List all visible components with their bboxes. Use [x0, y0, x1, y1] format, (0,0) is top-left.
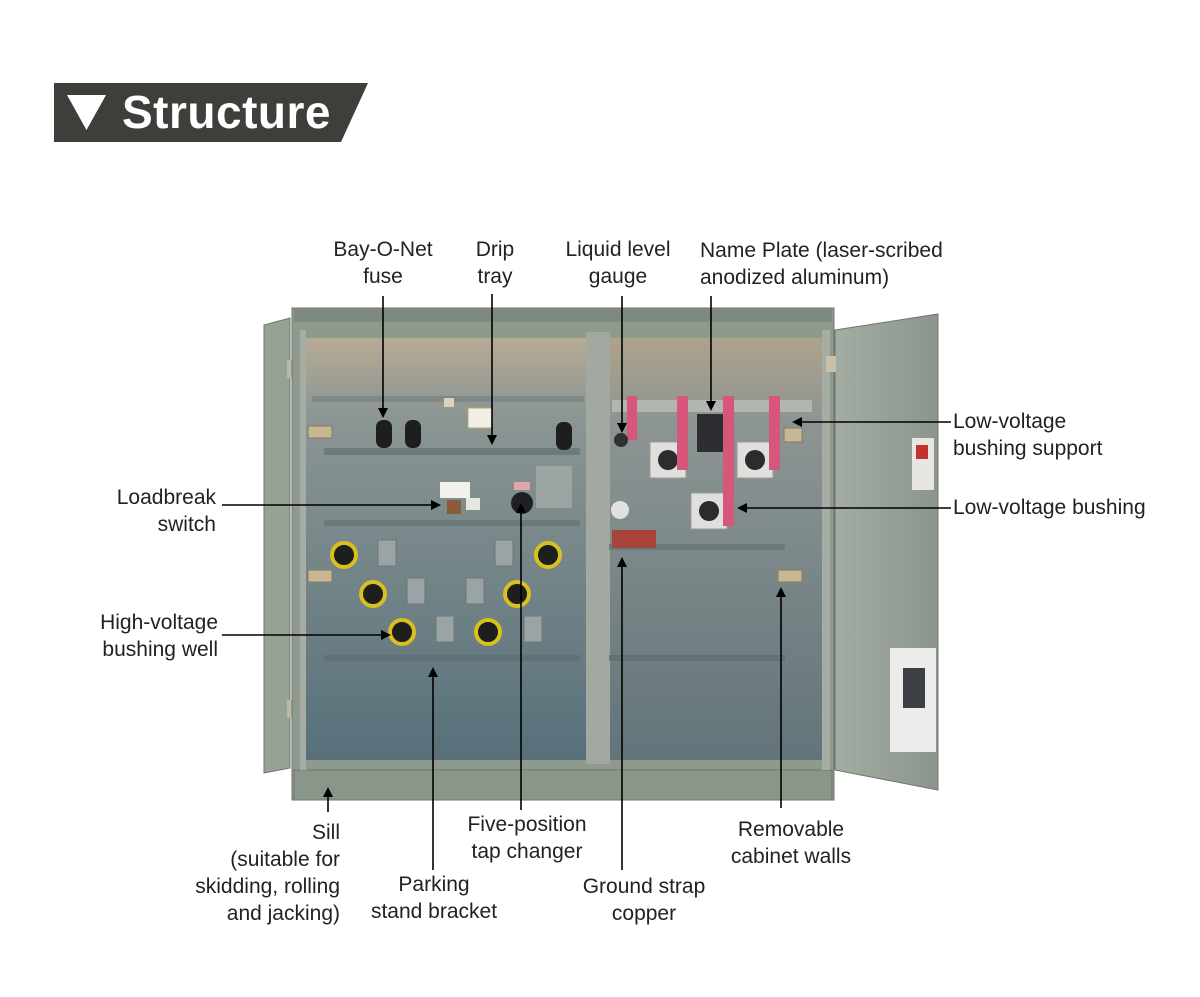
high-voltage-bushing-wells — [330, 541, 562, 646]
section-header-banner — [54, 83, 368, 142]
tap-changer — [511, 466, 572, 514]
loadbreak-switch — [440, 482, 480, 514]
ground-strap — [611, 501, 656, 548]
left-cabinet-door — [263, 317, 295, 774]
pointer-lines — [222, 294, 951, 870]
triangle-down-icon — [67, 95, 106, 130]
parking-stands — [377, 539, 543, 643]
label-low-voltage-bushing: Low-voltage bushing — [953, 496, 1146, 519]
copper-bus-bars — [627, 396, 780, 526]
right-cabinet-door — [826, 313, 939, 791]
section-title: Structure — [122, 86, 331, 138]
cabinet-body — [291, 307, 835, 801]
bay-o-net-fuses — [376, 420, 572, 450]
side-brackets — [307, 425, 803, 583]
name-plate-mount — [697, 414, 723, 452]
